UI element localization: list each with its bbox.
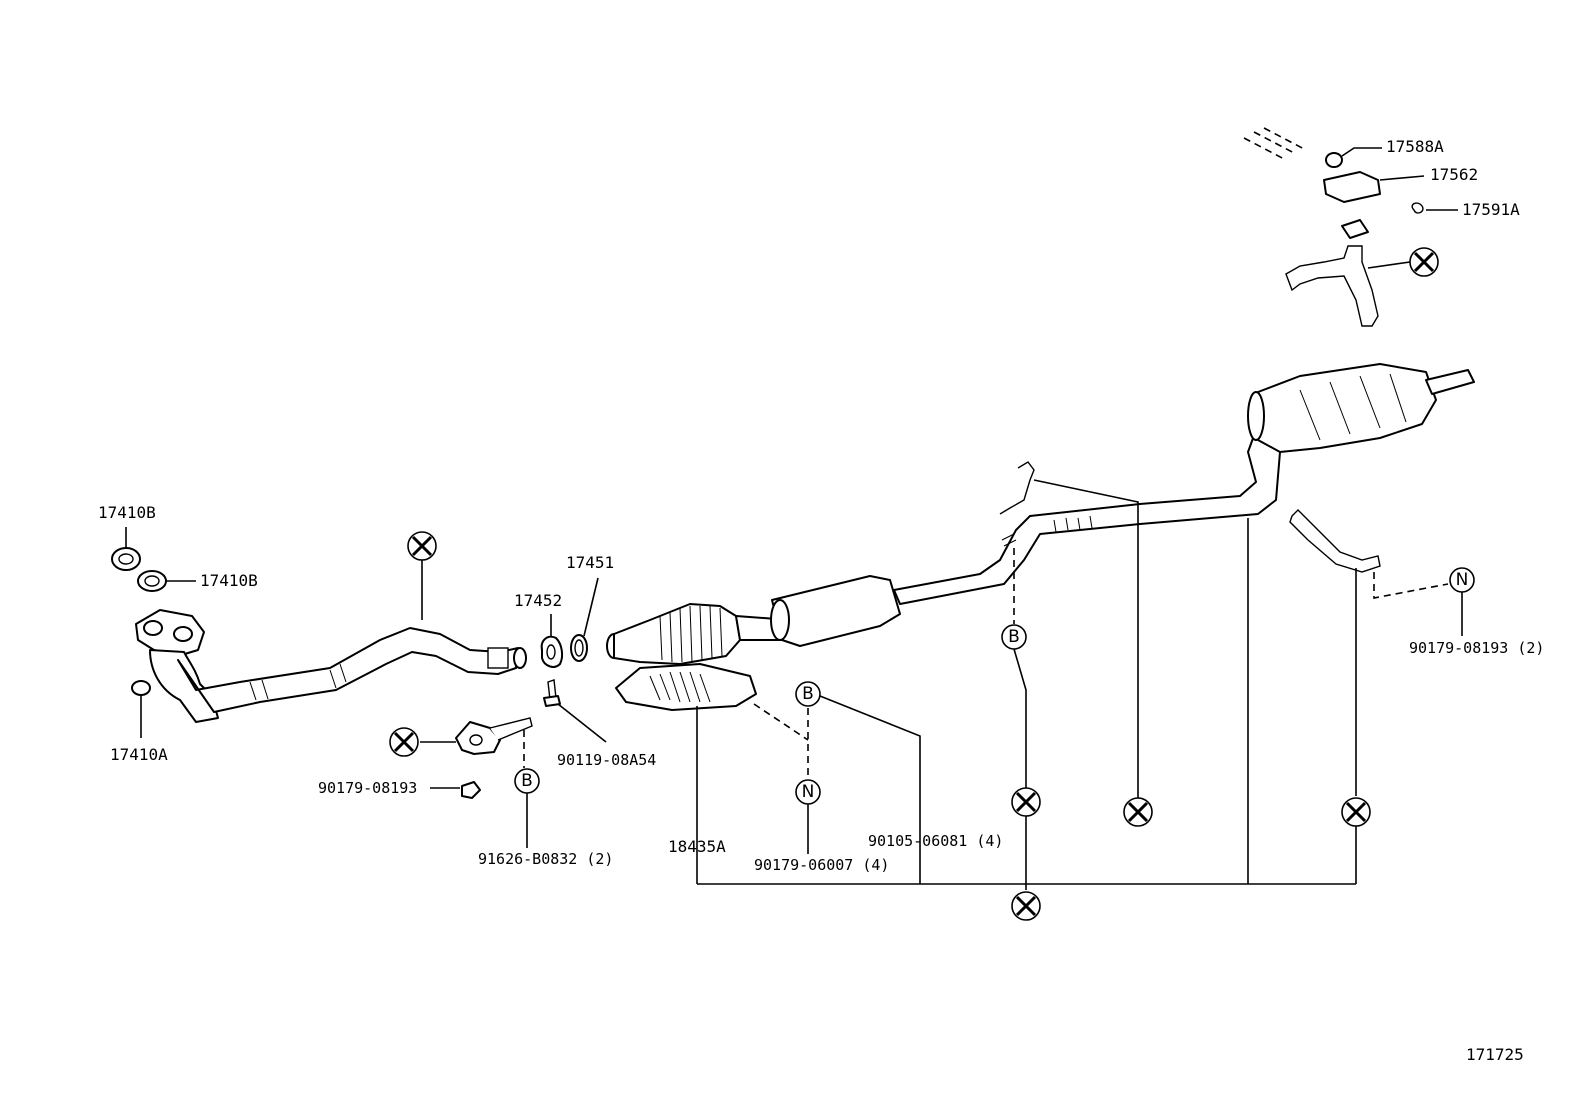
non-reusable-part-marker	[1340, 796, 1372, 828]
center-pipe-hanger	[999, 461, 1035, 515]
svg-text:B: B	[1008, 627, 1020, 647]
leader-line	[583, 577, 599, 637]
dashed-leader	[753, 703, 809, 741]
tail-pipe-muffler	[1247, 363, 1475, 453]
insulator-17562	[1323, 171, 1381, 203]
label-90179-08193-2: 90179-08193 (2)	[1409, 639, 1544, 657]
non-reusable-part-marker	[388, 726, 420, 758]
center-exhaust-pipe	[770, 427, 1281, 647]
leader-line	[1013, 648, 1027, 788]
svg-text:N: N	[1456, 570, 1469, 590]
exhaust-bracket	[455, 717, 533, 755]
leader-line	[557, 703, 607, 743]
clip-17591a	[1411, 202, 1424, 214]
bolt-90119-08a54	[543, 679, 561, 707]
label-90105-06081: 90105-06081 (4)	[868, 832, 1003, 850]
marker-b-2: B	[795, 681, 821, 707]
label-17588a: 17588A	[1386, 137, 1444, 156]
clamp-17452	[540, 635, 564, 668]
rear-muffler-hanger	[1289, 509, 1381, 573]
vehicle-body-reference	[1243, 127, 1307, 161]
marker-n-1: N	[795, 779, 821, 805]
label-17410a: 17410A	[110, 745, 168, 764]
gasket-17410a	[131, 680, 151, 696]
dashed-leader	[1373, 572, 1449, 599]
grommet-17588a	[1325, 152, 1343, 168]
heat-insulator-18435a	[615, 663, 757, 711]
svg-text:B: B	[521, 771, 533, 791]
label-18435a: 18435A	[668, 837, 726, 856]
upper-hanger-bracket	[1285, 219, 1379, 327]
non-reusable-part-marker	[1122, 796, 1154, 828]
non-reusable-part-marker	[1010, 890, 1042, 922]
non-reusable-part-marker	[1408, 246, 1440, 278]
leader-line	[1341, 147, 1382, 157]
label-90179-08193: 90179-08193	[318, 779, 417, 797]
gasket-17410b-top	[111, 547, 141, 571]
label-90179-06007: 90179-06007 (4)	[754, 856, 889, 874]
non-reusable-part-marker	[406, 530, 438, 562]
non-reusable-part-marker	[1010, 786, 1042, 818]
svg-text:N: N	[802, 782, 815, 802]
figure-number: 171725	[1466, 1045, 1524, 1064]
leader-line	[1367, 261, 1411, 269]
label-17562: 17562	[1430, 165, 1478, 184]
leader-line	[1379, 175, 1425, 181]
nut-90179-08193	[461, 781, 481, 799]
label-17591a: 17591A	[1462, 200, 1520, 219]
svg-text:B: B	[802, 684, 814, 704]
label-17410b-mid: 17410B	[200, 571, 258, 590]
gasket-17410b-mid	[137, 570, 167, 592]
leader-line	[819, 695, 921, 884]
label-17452: 17452	[514, 591, 562, 610]
label-91626-b0832: 91626-B0832 (2)	[478, 850, 613, 868]
marker-n-2: N	[1449, 567, 1475, 593]
front-exhaust-pipe	[135, 609, 527, 723]
gasket-17451	[570, 634, 588, 662]
label-17451: 17451	[566, 553, 614, 572]
label-90119-08a54: 90119-08A54	[557, 751, 656, 769]
leader-line	[1033, 479, 1139, 808]
marker-b-1: B	[514, 768, 540, 794]
label-17410b-top: 17410B	[98, 503, 156, 522]
marker-b-3: B	[1001, 624, 1027, 650]
